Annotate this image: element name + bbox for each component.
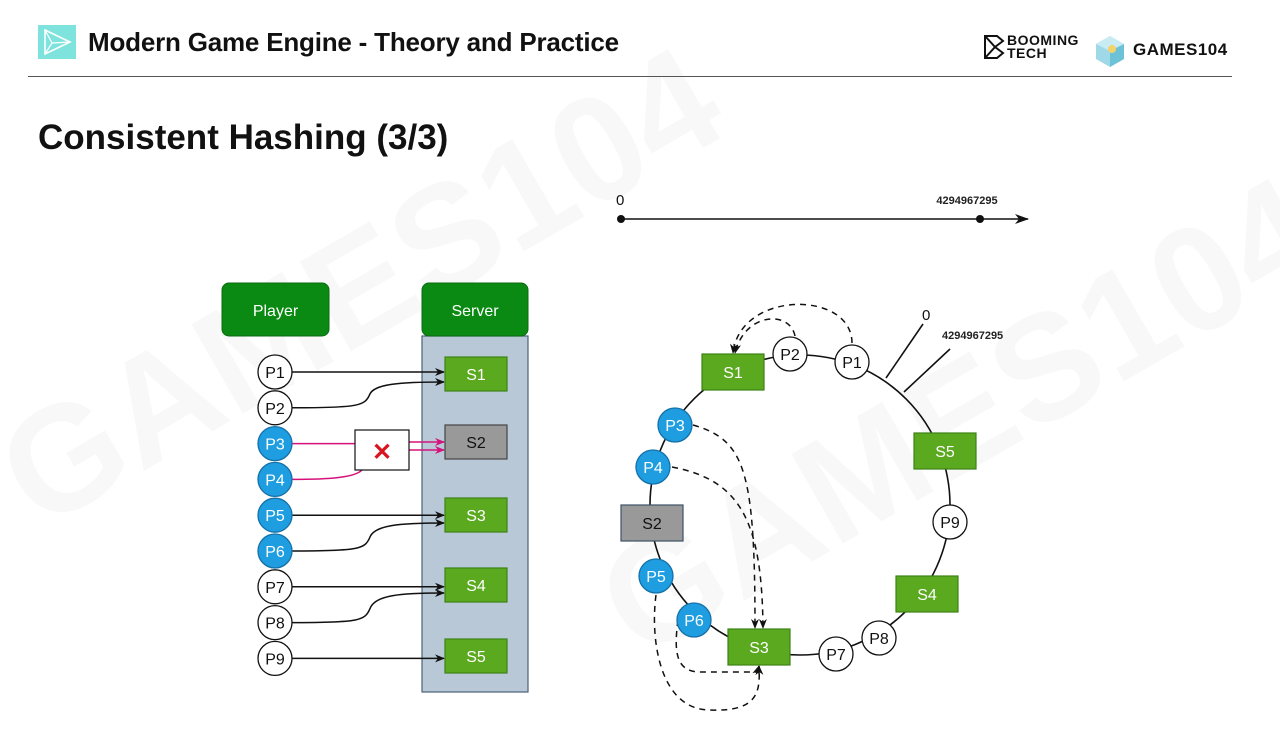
- reassignment-arrow: [692, 424, 759, 629]
- player-label: P6: [265, 544, 285, 561]
- range-start-label: 0: [616, 192, 624, 209]
- ring-zero-label: 0: [922, 307, 930, 324]
- server-node: S4: [444, 567, 508, 603]
- ring-player-node: P7: [818, 636, 854, 672]
- games-cube-icon: [1096, 36, 1124, 67]
- ring-player-label: P6: [684, 613, 704, 630]
- reassignment-arrow: [675, 619, 760, 676]
- ring-player-node: P8: [861, 620, 897, 656]
- ring-player-node: P6: [676, 602, 712, 638]
- ring-player-label: P1: [842, 355, 862, 372]
- server-node: S5: [444, 638, 508, 674]
- player-label: P5: [265, 508, 285, 525]
- ring-player-label: P2: [780, 347, 800, 364]
- range-start-point: [617, 215, 625, 223]
- booming-mark-icon: [984, 35, 1005, 59]
- cross-icon: ✕: [372, 439, 392, 466]
- ring-player-label: P9: [940, 515, 960, 532]
- player-label: P4: [265, 472, 285, 489]
- course-title: Modern Game Engine - Theory and Practice: [88, 27, 619, 57]
- server-header-label: Server: [451, 303, 499, 320]
- reassignment-arrow: [653, 594, 764, 711]
- reassignment-arrow: [671, 466, 767, 629]
- ring-max-marker: [903, 348, 951, 393]
- server-node: S2: [444, 424, 508, 460]
- player-node: P9: [257, 640, 293, 677]
- player-label: P1: [265, 365, 285, 382]
- player-header: Player: [221, 282, 330, 337]
- course-logo: [38, 25, 76, 59]
- player-node: P5: [257, 497, 293, 533]
- player-label: P9: [265, 651, 285, 668]
- ring-player-node: P3: [657, 407, 693, 443]
- header-divider: [28, 76, 1232, 77]
- player-link: [291, 519, 445, 552]
- ring-zero-marker: [885, 323, 924, 379]
- player-node: P8: [257, 604, 293, 641]
- player-label: P3: [265, 437, 285, 454]
- ring-player-node: P5: [638, 558, 674, 594]
- player-node: P1: [257, 354, 293, 390]
- player-node: P2: [257, 390, 293, 426]
- ring-player-node: P9: [932, 504, 968, 540]
- ring-server-label: S3: [749, 640, 769, 657]
- ring-server-label: S1: [723, 365, 743, 382]
- ring-player-node: P2: [772, 336, 808, 372]
- hash-range-line: 0 4294967295: [616, 192, 1029, 224]
- slide-title: Consistent Hashing (3/3): [38, 118, 449, 157]
- ring-player-label: P4: [643, 460, 663, 477]
- player-label: P7: [265, 580, 285, 597]
- ring-server-label: S2: [642, 516, 662, 533]
- player-node: P7: [257, 569, 293, 605]
- player-label: P2: [265, 401, 285, 418]
- range-end-point: [976, 215, 984, 223]
- player-node: P3: [257, 425, 293, 462]
- ring-server-label: S4: [917, 587, 937, 604]
- range-end-label: 4294967295: [936, 195, 997, 207]
- booming-tech-text: BOOMING TECH: [1007, 32, 1079, 61]
- reassignment-arrow: [733, 318, 796, 354]
- ring-player-node: P4: [635, 449, 671, 485]
- server-label: S3: [466, 508, 486, 525]
- ring-server-node: S4: [895, 575, 959, 613]
- server-label: S5: [466, 649, 486, 666]
- play-triangle-icon: [44, 28, 72, 56]
- ring-server-node: S2: [620, 504, 684, 542]
- player-label: P8: [265, 616, 285, 633]
- ring-server-node: S1: [701, 353, 765, 391]
- player-server-links: [291, 368, 445, 663]
- ring-player-label: P3: [665, 418, 685, 435]
- player-header-label: Player: [253, 303, 299, 320]
- server-label: S1: [466, 367, 486, 384]
- player-node: P6: [257, 533, 293, 569]
- server-label: S4: [466, 578, 486, 595]
- ring-server-node: S5: [913, 432, 977, 470]
- reassignment-arrows: [653, 303, 853, 711]
- ring-max-label: 4294967295: [942, 330, 1003, 342]
- server-node: S1: [444, 356, 508, 392]
- ring-player-label: P7: [826, 647, 846, 664]
- player-link: [291, 469, 363, 481]
- ring-player-node: P1: [834, 344, 870, 380]
- player-link: [291, 589, 445, 624]
- server-node: S3: [444, 497, 508, 533]
- ring-server-node: S3: [727, 628, 791, 666]
- failure-box: ✕: [354, 429, 410, 471]
- server-header: Server: [421, 282, 529, 337]
- ring-player-label: P5: [646, 569, 666, 586]
- games104-text: GAMES104: [1133, 40, 1228, 59]
- player-node: P4: [257, 461, 293, 498]
- player-link: [291, 378, 445, 409]
- ring-player-label: P8: [869, 631, 889, 648]
- server-label: S2: [466, 435, 486, 452]
- ring-server-label: S5: [935, 444, 955, 461]
